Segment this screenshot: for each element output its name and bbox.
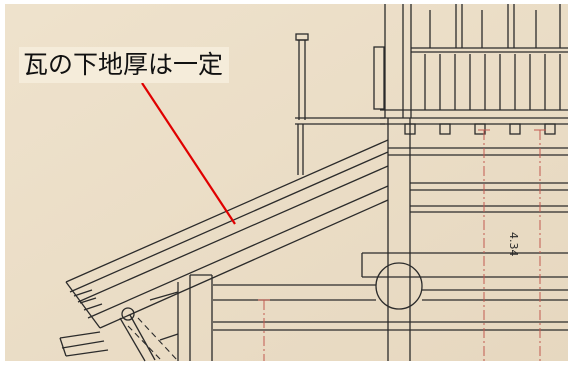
callout-leader-line — [141, 82, 236, 225]
callout-label: 瓦の下地厚は一定 — [19, 47, 230, 83]
structure-lines — [59, 4, 568, 362]
hidden-lines — [127, 317, 179, 362]
dimension-label: 4.34 — [507, 232, 520, 257]
dimension-ticks — [258, 129, 546, 301]
center-lines — [263, 130, 541, 361]
